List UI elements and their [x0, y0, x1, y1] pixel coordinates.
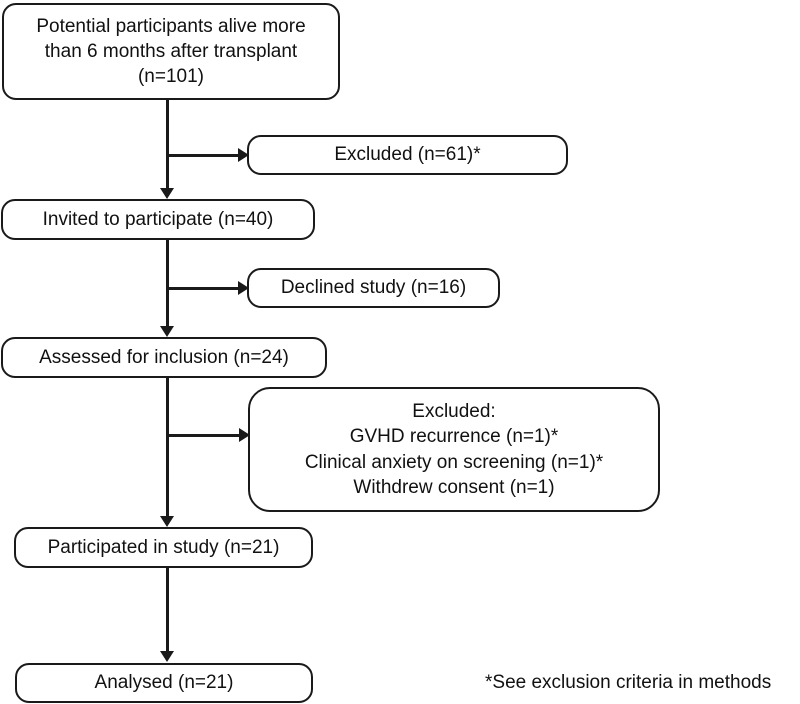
node-potential-line-1: Potential participants alive more — [36, 15, 306, 37]
arrow-branch-declined — [238, 281, 249, 295]
node-analysed: Analysed (n=21) — [15, 663, 313, 703]
node-excluded-detail-line-1: Excluded: — [412, 401, 496, 423]
node-assessed-label: Assessed for inclusion (n=24) — [39, 346, 289, 368]
connector-branch-declined — [166, 287, 242, 290]
node-analysed-label: Analysed (n=21) — [94, 672, 234, 694]
node-excluded-detail: Excluded: GVHD recurrence (n=1)* Clinica… — [248, 387, 660, 512]
node-potential-line-2: than 6 months after transplant — [44, 40, 298, 62]
connector-potential-to-invited — [166, 100, 169, 189]
node-excluded-detail-line-3: Clinical anxiety on screening (n=1)* — [304, 451, 604, 473]
node-invited-label: Invited to participate (n=40) — [42, 208, 274, 230]
arrow-invited-to-assessed — [160, 326, 174, 337]
arrow-branch-excluded-detail — [239, 428, 250, 442]
node-declined-label: Declined study (n=16) — [280, 277, 467, 299]
node-excluded-initial: Excluded (n=61)* — [247, 135, 568, 175]
connector-assessed-to-participated — [166, 378, 169, 517]
arrow-participated-to-analysed — [160, 651, 174, 662]
connector-branch-excluded-detail — [166, 434, 243, 437]
node-excluded-detail-line-4: Withdrew consent (n=1) — [353, 476, 555, 498]
node-participated-label: Participated in study (n=21) — [47, 536, 280, 558]
node-invited: Invited to participate (n=40) — [1, 199, 315, 240]
node-assessed: Assessed for inclusion (n=24) — [1, 337, 327, 378]
node-participated: Participated in study (n=21) — [14, 527, 313, 568]
node-declined: Declined study (n=16) — [247, 268, 500, 308]
node-excluded-detail-line-2: GVHD recurrence (n=1)* — [349, 426, 559, 448]
arrow-branch-excluded-initial — [238, 148, 249, 162]
node-potential-participants: Potential participants alive more than 6… — [2, 3, 340, 100]
footnote-exclusion-criteria: *See exclusion criteria in methods — [485, 672, 772, 693]
connector-branch-excluded-initial — [166, 154, 242, 157]
node-excluded-initial-label: Excluded (n=61)* — [334, 144, 481, 166]
arrow-potential-to-invited — [160, 188, 174, 199]
connector-participated-to-analysed — [166, 568, 169, 652]
arrow-assessed-to-participated — [160, 516, 174, 527]
node-potential-line-3: (n=101) — [137, 66, 205, 88]
connector-invited-to-assessed — [166, 240, 169, 327]
